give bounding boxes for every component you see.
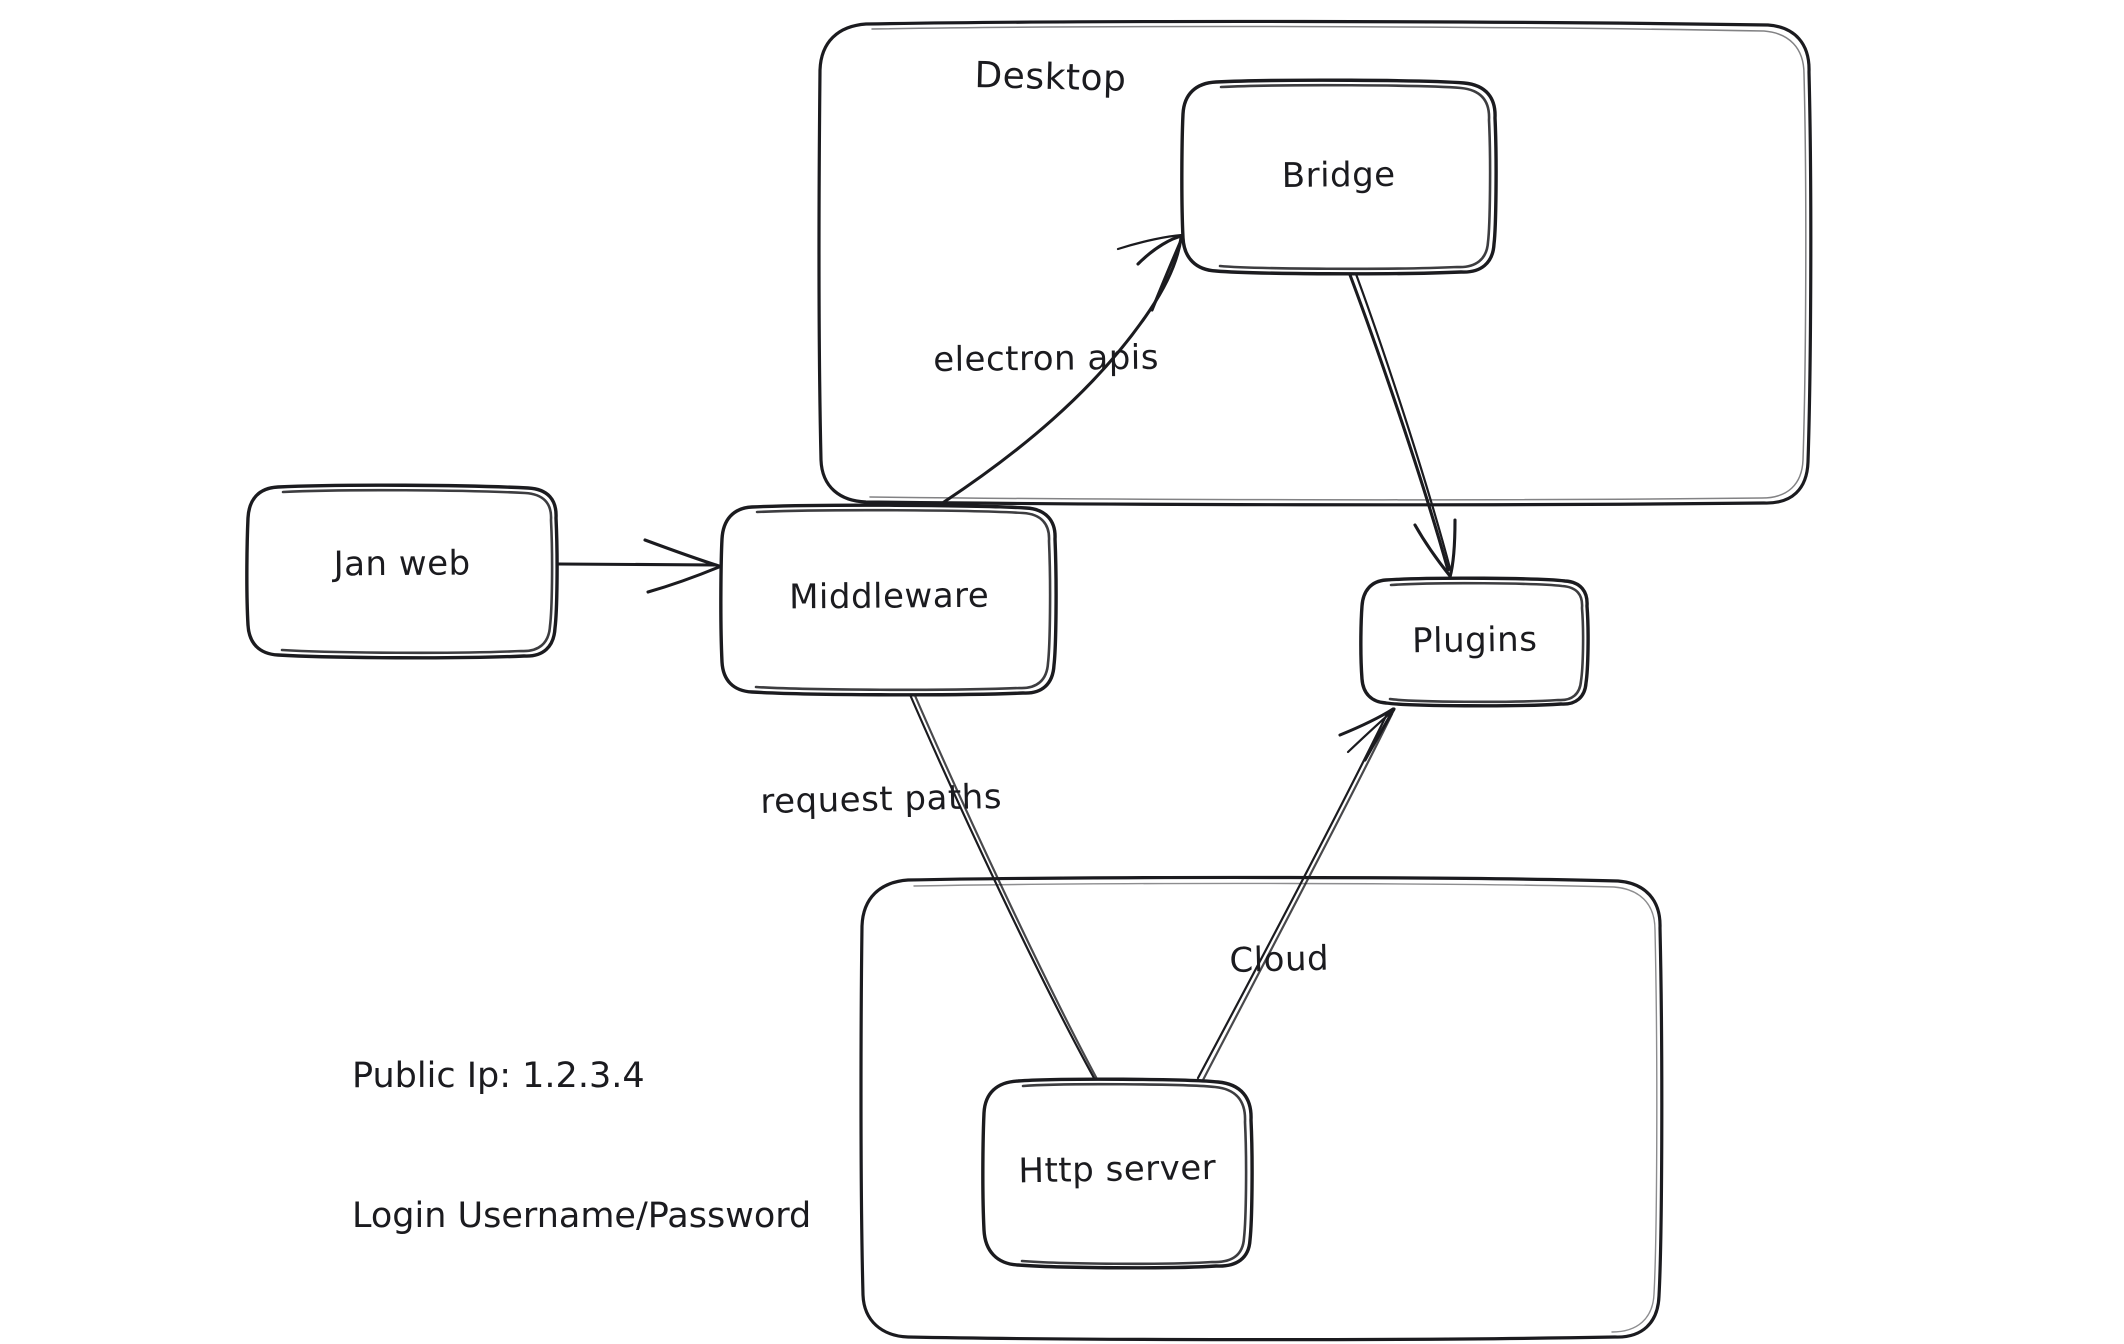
edge-middleware-to-bridge[interactable] <box>942 233 1185 504</box>
note-block-credentials: Public Ip: 1.2.3.4 Login Username/Passwo… <box>352 960 811 1332</box>
note-public-ip: Public Ip: 1.2.3.4 <box>352 1056 645 1097</box>
node-jan-web[interactable] <box>245 483 559 660</box>
edge-jan-web-to-middleware[interactable] <box>556 538 721 594</box>
note-login: Login Username/Password <box>352 1195 812 1236</box>
node-bridge[interactable] <box>1180 78 1498 276</box>
edge-bridge-to-plugins[interactable] <box>1345 264 1457 579</box>
edge-http-server-to-plugins[interactable] <box>1196 707 1396 1082</box>
node-middleware[interactable] <box>719 503 1058 697</box>
node-plugins[interactable] <box>1359 576 1590 708</box>
edge-middleware-to-http-server[interactable] <box>906 688 1099 1081</box>
container-cloud-frame[interactable] <box>859 875 1664 1342</box>
node-http-server[interactable] <box>981 1077 1254 1270</box>
container-desktop[interactable] <box>817 19 1813 507</box>
